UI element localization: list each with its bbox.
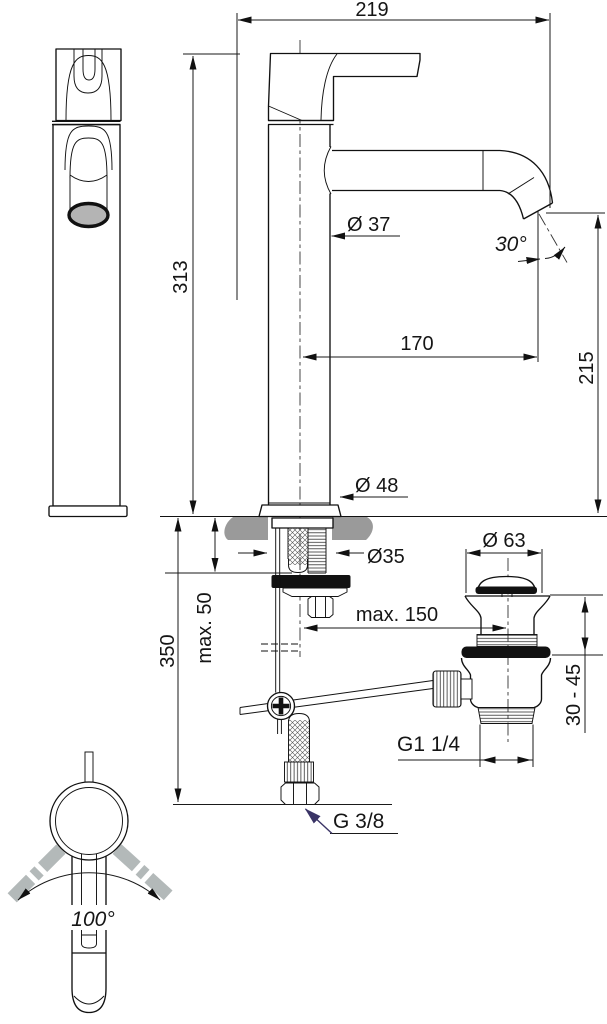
thread-g114-label: G1 1/4 bbox=[397, 733, 460, 756]
dia-48: Ø 48 bbox=[339, 475, 408, 501]
top-view-swivel bbox=[7, 751, 175, 1014]
spout-end-seam bbox=[73, 995, 105, 1005]
dia-37-label: Ø 37 bbox=[347, 214, 390, 236]
threaded-stud bbox=[308, 528, 326, 573]
handle-dome-arc bbox=[65, 55, 112, 121]
handle-base-wedge bbox=[268, 105, 303, 121]
thread-collar bbox=[476, 634, 538, 647]
cartridge-ring-side bbox=[268, 119, 334, 126]
dim-313: 313 bbox=[170, 53, 240, 515]
lock-nut bbox=[307, 596, 334, 618]
lever-handle bbox=[267, 52, 421, 122]
dia-35: Ø35 bbox=[238, 546, 405, 568]
rod-tail bbox=[277, 719, 282, 734]
max-50: max. 50 bbox=[165, 517, 292, 664]
dim-313-label: 313 bbox=[170, 260, 192, 293]
drain-bottom-thread bbox=[477, 707, 536, 724]
pivot-joint-inner bbox=[270, 695, 292, 717]
spout-end-cap bbox=[71, 952, 107, 1014]
spout-tube-curve bbox=[69, 174, 108, 182]
spout-bend-inner bbox=[499, 189, 525, 220]
angle-100-label: 100° bbox=[71, 908, 114, 931]
dim-170: 170 bbox=[302, 333, 538, 361]
hose-coupling bbox=[284, 761, 314, 783]
break-marks bbox=[261, 643, 300, 652]
hose-section-cap bbox=[288, 559, 308, 573]
countertop-right bbox=[332, 517, 373, 540]
lever-fillet bbox=[320, 53, 338, 121]
countertop-left bbox=[224, 517, 268, 540]
thread-g38-label: G 3/8 bbox=[333, 810, 384, 833]
angle-100: 100° bbox=[17, 872, 161, 931]
angle-30: 30° bbox=[495, 211, 568, 362]
dia-48-label: Ø 48 bbox=[355, 475, 398, 497]
thread-g114: G1 1/4 bbox=[397, 724, 534, 767]
range-30-45-label: 30 - 45 bbox=[563, 664, 585, 726]
shank-section bbox=[271, 517, 351, 618]
dim-219-label: 219 bbox=[355, 0, 388, 21]
handle-slot-inner bbox=[82, 49, 96, 81]
max-150-label: max. 150 bbox=[356, 604, 438, 626]
hose-cross-section bbox=[288, 528, 308, 565]
hose-hex-nut bbox=[280, 782, 320, 805]
pivot-screw-cross-icon bbox=[272, 697, 290, 715]
spout-tube-sides bbox=[69, 176, 108, 211]
spout-root-bulge bbox=[323, 146, 332, 195]
swivel-position-right bbox=[112, 844, 175, 902]
dim-350: 350 bbox=[157, 517, 392, 805]
drain-body bbox=[460, 657, 552, 709]
thread-g38: G 3/8 bbox=[304, 808, 398, 835]
supply-hose bbox=[280, 713, 320, 805]
base-flange bbox=[258, 504, 342, 518]
drain-seal bbox=[461, 646, 551, 658]
spout-bend-outer bbox=[499, 149, 554, 204]
dim-215: 215 bbox=[546, 212, 605, 514]
dim-219: 219 bbox=[236, 0, 551, 300]
max-150: max. 150 bbox=[303, 604, 507, 632]
body-circle-inner bbox=[55, 787, 123, 855]
spout-shoulder-arc bbox=[64, 125, 113, 171]
drain-assembly bbox=[432, 558, 552, 742]
flange-sides bbox=[464, 595, 551, 635]
swivel-position-left bbox=[7, 844, 66, 903]
popup-rod bbox=[275, 528, 281, 693]
angle-30-label: 30° bbox=[495, 233, 527, 256]
front-view bbox=[48, 48, 128, 518]
adjuster-neck bbox=[460, 678, 473, 700]
dia-37: Ø 37 bbox=[331, 214, 400, 240]
base-plate bbox=[48, 505, 128, 518]
dia-35-label: Ø35 bbox=[367, 546, 405, 568]
lever-top-view bbox=[84, 751, 94, 785]
clamp-plate bbox=[282, 587, 348, 597]
popup-rod-assembly bbox=[239, 528, 434, 734]
handle-slot-outer bbox=[73, 49, 103, 94]
lock-nut-facets bbox=[315, 596, 326, 618]
range-30-45: 30 - 45 bbox=[550, 594, 603, 733]
dim-170-label: 170 bbox=[400, 333, 433, 355]
dia-63: Ø 63 bbox=[465, 530, 543, 593]
spout-bend-seam bbox=[507, 177, 535, 195]
spout-top-view bbox=[71, 856, 107, 953]
handle-block bbox=[55, 48, 122, 122]
hose-hex-nut-facets bbox=[293, 783, 307, 805]
shank-borders bbox=[287, 528, 327, 574]
stopper-band bbox=[475, 586, 537, 594]
spout-neck-arc bbox=[69, 137, 108, 179]
countertop-section bbox=[160, 516, 607, 540]
max-50-label: max. 50 bbox=[194, 592, 216, 663]
dim-215-label: 215 bbox=[576, 351, 598, 384]
spout-outlet bbox=[67, 201, 110, 229]
body-circle-outer bbox=[49, 781, 129, 861]
spout-tube bbox=[332, 149, 500, 192]
braided-hose bbox=[288, 720, 310, 762]
spout-slot-top-view bbox=[81, 854, 97, 949]
rubber-gasket bbox=[271, 575, 351, 588]
side-view bbox=[258, 40, 554, 657]
hose-outline bbox=[288, 713, 310, 762]
dia-63-label: Ø 63 bbox=[482, 530, 525, 552]
escutcheon-nut bbox=[271, 517, 334, 529]
knurled-adjuster bbox=[432, 670, 462, 708]
dim-350-label: 350 bbox=[157, 634, 179, 667]
